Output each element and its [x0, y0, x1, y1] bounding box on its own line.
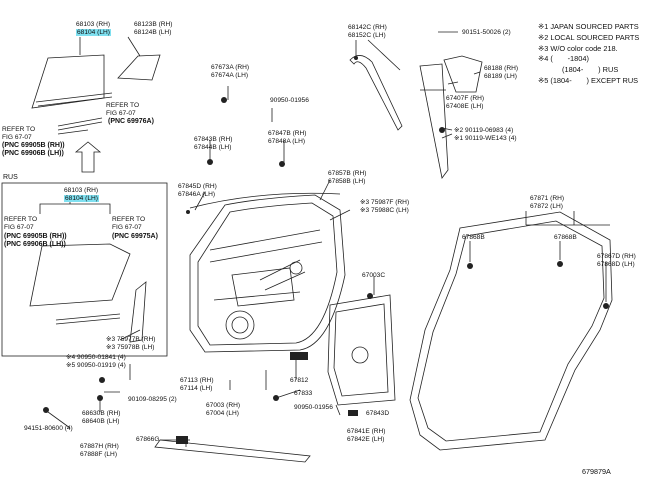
rus-label: RUS — [3, 174, 18, 181]
part-label-90950-01956-top[interactable]: 90950-01956 — [270, 97, 309, 104]
part-label-67407f[interactable]: 67407F (RH)67408E (LH) — [446, 95, 485, 110]
part-label-68142c[interactable]: 68142C (RH)68152C (LH) — [348, 24, 387, 39]
part-label-90119[interactable]: ※2 90119-06983 (4)※1 90119-WE143 (4) — [454, 127, 517, 142]
speaker-hole — [225, 310, 255, 340]
door-shell — [189, 194, 346, 353]
part-label-67003c[interactable]: 67003C — [362, 272, 386, 279]
part-label-67841e[interactable]: 67841E (RH)67842E (LH) — [347, 428, 386, 443]
part-label-90950-01841[interactable]: ※4 90950-01841 (4)※5 90950-01919 (4) — [66, 354, 126, 369]
part-label-67845d[interactable]: 67845D (RH)67846A (LH) — [178, 183, 217, 198]
pnc-label-69976a[interactable]: (PNC 69976A) — [108, 118, 154, 125]
part-label-90151-50026[interactable]: 90151-50026 (2) — [462, 29, 511, 36]
part-label-68103-rus[interactable]: 68103 (RH)68104 (LH) — [64, 187, 99, 203]
part-label-67847b[interactable]: 67847B (RH)67848A (LH) — [268, 130, 307, 145]
part-label-67866g[interactable]: 67866G — [136, 436, 160, 443]
pnc-label-69905b-rus[interactable]: (PNC 69905B (RH))(PNC 69906B (LH)) — [4, 233, 67, 248]
quarter-glass-top — [117, 54, 161, 81]
quarter-window — [443, 55, 483, 93]
part-label-68103[interactable]: 68103 (RH)68104 (LH) — [76, 21, 111, 37]
part-label-67673a[interactable]: 67673A (RH)67674A (LH) — [211, 64, 250, 79]
division-bar — [419, 63, 449, 179]
part-label-67843d[interactable]: 67843D — [366, 410, 390, 417]
regulator-panel — [327, 294, 396, 406]
part-label-75987f[interactable]: ※3 75987F (RH)※3 75988C (LH) — [360, 199, 410, 214]
pnc-label-69975a[interactable]: (PNC 69975A) — [112, 233, 158, 240]
door-glass-rus — [29, 243, 131, 307]
part-label-67113[interactable]: 67113 (RH)67114 (LH) — [180, 377, 214, 392]
part-label-67812[interactable]: 67812 — [290, 377, 309, 384]
glass-channel-top — [35, 92, 113, 107]
part-label-67843b[interactable]: 67843B (RH)67844B (LH) — [194, 136, 233, 151]
diagram-id: 679879A — [582, 467, 611, 476]
door-glass-top — [31, 54, 105, 109]
part-label-67871[interactable]: 67871 (RH)67872 (LH) — [530, 195, 565, 210]
part-label-67887h[interactable]: 67887H (RH)67888F (LH) — [80, 443, 119, 458]
quarter-strip-rus — [129, 281, 147, 343]
part-label-67003[interactable]: 67003 (RH)67004 (LH) — [206, 402, 241, 417]
rocker-moulding — [154, 439, 311, 463]
part-label-67868b-left[interactable]: 67868B — [462, 234, 485, 241]
part-label-75977b[interactable]: ※3 75977B (RH)※3 75978B (LH) — [106, 336, 156, 351]
part-label-67857b[interactable]: 67857B (RH)67858B (LH) — [328, 170, 367, 185]
part-label-90950-01956-bottom[interactable]: 90950-01956 — [294, 404, 333, 411]
part-label-68123b[interactable]: 68123B (RH)68124B (LH) — [134, 21, 173, 36]
pnc-label-69905b[interactable]: (PNC 69905B (RH))(PNC 69906B (LH)) — [2, 142, 65, 157]
part-label-67867d[interactable]: 67867D (RH)67868D (LH) — [597, 253, 636, 268]
part-label-67833[interactable]: 67833 — [294, 390, 313, 397]
part-label-94151-80600[interactable]: 94151-80600 (4) — [24, 425, 73, 432]
door-weatherstrip — [409, 211, 613, 451]
notes-legend: ※1 JAPAN SOURCED PARTS ※2 LOCAL SOURCED … — [538, 22, 640, 85]
part-label-68188[interactable]: 68188 (RH)68189 (LH) — [484, 65, 519, 80]
up-arrow — [74, 141, 102, 173]
part-label-68630b[interactable]: 68630B (RH)68640B (LH) — [82, 410, 121, 425]
part-label-90109-08295[interactable]: 90109-08295 (2) — [128, 396, 177, 403]
part-label-67868b-right[interactable]: 67868B — [554, 234, 577, 241]
rus-box — [1, 182, 168, 357]
glass-run — [349, 55, 403, 131]
run-strip-top — [57, 117, 103, 135]
